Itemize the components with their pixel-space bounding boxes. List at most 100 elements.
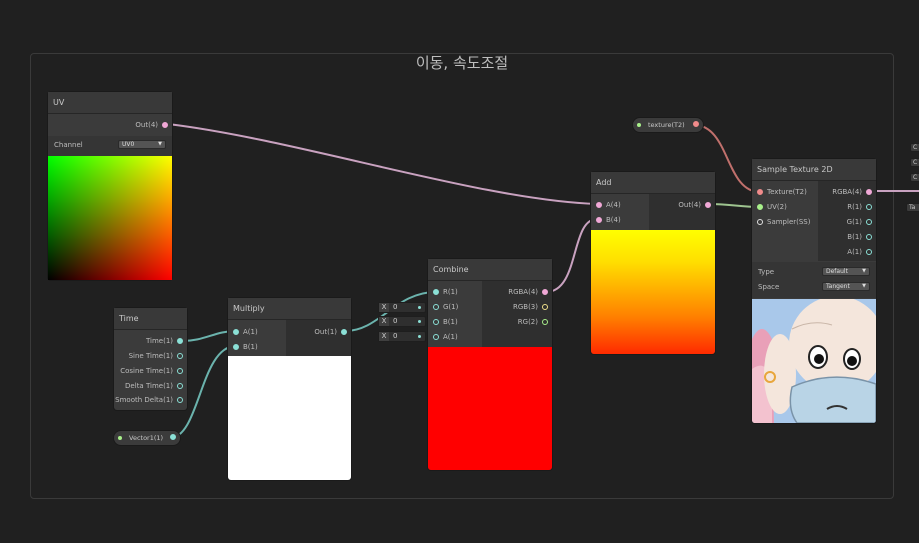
port-dot-icon — [866, 204, 872, 210]
multiply-out[interactable]: Out(1) — [314, 327, 348, 337]
chevron-down-icon: ▼ — [862, 268, 866, 274]
add-node-title: Add — [591, 172, 715, 194]
sample-space-label: Space — [758, 283, 780, 291]
port-dot-icon — [433, 334, 439, 340]
property-dot-icon — [637, 123, 641, 127]
port-dot-icon — [418, 335, 421, 338]
combine-in-g[interactable]: G(1) — [432, 302, 458, 312]
sample-texture-2d-node[interactable]: Sample Texture 2D Texture(T2) UV(2) Samp… — [752, 159, 876, 423]
port-dot-icon — [542, 319, 548, 325]
port-dot-icon — [433, 319, 439, 325]
port-dot-icon — [233, 329, 239, 335]
port-dot-icon — [866, 249, 872, 255]
uv-gradient-graphic — [48, 156, 172, 280]
sample-space-dropdown[interactable]: Tangent▼ — [822, 282, 870, 291]
combine-out-rg[interactable]: RG(2) — [518, 317, 549, 327]
port-dot-icon — [177, 338, 183, 344]
combine-out-rgba[interactable]: RGBA(4) — [508, 287, 549, 297]
uv-preview — [48, 156, 172, 280]
port-dot-icon — [341, 329, 347, 335]
combine-output-column — [482, 281, 552, 347]
time-out-time[interactable]: Time(1) — [146, 336, 184, 346]
multiply-node-title: Multiply — [228, 298, 351, 320]
port-dot-icon — [542, 289, 548, 295]
port-dot-icon — [596, 202, 602, 208]
port-dot-icon — [177, 368, 183, 374]
combine-in-r[interactable]: R(1) — [432, 287, 458, 297]
combine-in-a[interactable]: A(1) — [432, 332, 458, 342]
sample-in-texture[interactable]: Texture(T2) — [756, 187, 807, 197]
sample-out-a[interactable]: A(1) — [847, 247, 873, 257]
multiply-output-column — [286, 320, 351, 356]
uv-channel-label: Channel — [54, 141, 83, 149]
offscreen-node-tab-3[interactable]: C — [910, 173, 919, 182]
sample-in-sampler[interactable]: Sampler(SS) — [756, 217, 810, 227]
node-group[interactable]: 이동, 속도조절 — [30, 53, 894, 499]
add-output-column — [649, 194, 715, 230]
port-dot-icon — [162, 122, 168, 128]
time-node-title: Time — [114, 308, 187, 330]
combine-out-rgb[interactable]: RGB(3) — [513, 302, 549, 312]
add-node[interactable]: Add A(4) B(4) Out(4) — [591, 172, 715, 354]
port-dot-icon — [705, 202, 711, 208]
uv-node-title: UV — [48, 92, 172, 114]
combine-node[interactable]: Combine R(1) G(1) B(1) A(1) RGBA(4) RGB(… — [428, 259, 552, 470]
sample-in-uv[interactable]: UV(2) — [756, 202, 787, 212]
port-dot-icon — [596, 217, 602, 223]
time-node[interactable]: Time Time(1) Sine Time(1) Cosine Time(1)… — [114, 308, 187, 410]
port-dot-icon — [418, 320, 421, 323]
port-dot-icon — [177, 353, 183, 359]
offscreen-node-tab-4[interactable]: Ta — [906, 203, 919, 212]
property-dot-icon — [118, 436, 122, 440]
port-dot-icon — [866, 189, 872, 195]
uv-out-port[interactable]: Out(4) — [135, 120, 169, 130]
sample-texture-title: Sample Texture 2D — [752, 159, 876, 181]
combine-preview — [428, 347, 552, 470]
sample-out-b[interactable]: B(1) — [847, 232, 873, 242]
time-out-delta[interactable]: Delta Time(1) — [125, 381, 184, 391]
port-dot-icon — [177, 397, 183, 403]
sample-out-rgba[interactable]: RGBA(4) — [832, 187, 873, 197]
texture-property-node[interactable]: texture(T2) — [633, 118, 703, 132]
wire-uv-to-add — [167, 123, 598, 205]
sample-type-label: Type — [758, 268, 775, 276]
port-dot-icon — [757, 204, 763, 210]
add-preview — [591, 230, 715, 354]
vector1-property-node[interactable]: Vector1(1) — [114, 431, 180, 445]
combine-in-b[interactable]: B(1) — [432, 317, 458, 327]
time-out-cosine[interactable]: Cosine Time(1) — [120, 366, 184, 376]
port-dot-icon — [757, 189, 763, 195]
time-out-smooth-delta[interactable]: Smooth Delta(1) — [115, 395, 184, 405]
port-dot-icon — [177, 383, 183, 389]
group-title[interactable]: 이동, 속도조절 — [415, 54, 509, 72]
port-dot-icon — [433, 304, 439, 310]
sample-type-dropdown[interactable]: Default▼ — [822, 267, 870, 276]
port-dot-icon[interactable] — [693, 121, 699, 127]
add-out[interactable]: Out(4) — [678, 200, 712, 210]
uv-node[interactable]: UV Out(4) Channel UV0▼ — [48, 92, 172, 280]
multiply-in-a[interactable]: A(1) — [232, 327, 258, 337]
multiply-in-b[interactable]: B(1) — [232, 342, 258, 352]
add-in-a[interactable]: A(4) — [595, 200, 621, 210]
sample-out-g[interactable]: G(1) — [847, 217, 873, 227]
combine-node-title: Combine — [428, 259, 552, 281]
offscreen-node-tab-2[interactable]: C — [910, 158, 919, 167]
port-dot-icon — [866, 219, 872, 225]
offscreen-node-tab-1[interactable]: C — [910, 143, 919, 152]
port-dot-icon — [542, 304, 548, 310]
sample-texture-preview — [752, 299, 876, 423]
port-dot-icon[interactable] — [170, 434, 176, 440]
multiply-preview — [228, 356, 351, 480]
add-in-b[interactable]: B(4) — [595, 215, 621, 225]
uv-channel-dropdown[interactable]: UV0▼ — [118, 140, 166, 149]
port-dot-icon — [866, 234, 872, 240]
chevron-down-icon: ▼ — [862, 283, 866, 289]
sample-out-r[interactable]: R(1) — [847, 202, 873, 212]
chevron-down-icon: ▼ — [158, 141, 162, 147]
multiply-node[interactable]: Multiply A(1) B(1) Out(1) — [228, 298, 351, 480]
time-out-sine[interactable]: Sine Time(1) — [129, 351, 184, 361]
port-dot-icon — [418, 306, 421, 309]
